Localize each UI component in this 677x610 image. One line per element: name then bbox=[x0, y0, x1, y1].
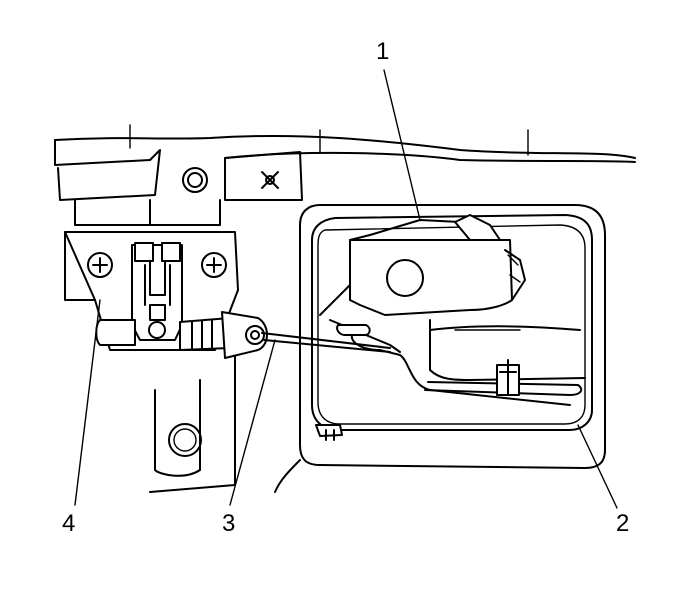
lock-mount-plate bbox=[64, 231, 239, 351]
leader-line-2 bbox=[577, 424, 618, 509]
upper-brackets bbox=[74, 199, 221, 226]
inside-handle-lever bbox=[319, 214, 586, 406]
leader-line-3 bbox=[229, 339, 276, 506]
callout-4: 4 bbox=[62, 510, 76, 537]
round-boss bbox=[182, 167, 208, 193]
door-panel-top bbox=[54, 124, 636, 201]
leader-lines bbox=[74, 69, 618, 509]
door-panel-lower bbox=[149, 354, 301, 493]
callout-2: 2 bbox=[616, 510, 630, 537]
callout-1: 1 bbox=[376, 38, 390, 65]
callout-3: 3 bbox=[222, 510, 236, 537]
leader-line-1 bbox=[383, 69, 421, 221]
door-lock-assembly bbox=[87, 242, 268, 359]
top-clip bbox=[261, 171, 279, 189]
handle-housing bbox=[299, 204, 606, 469]
leader-line-4 bbox=[74, 299, 101, 506]
